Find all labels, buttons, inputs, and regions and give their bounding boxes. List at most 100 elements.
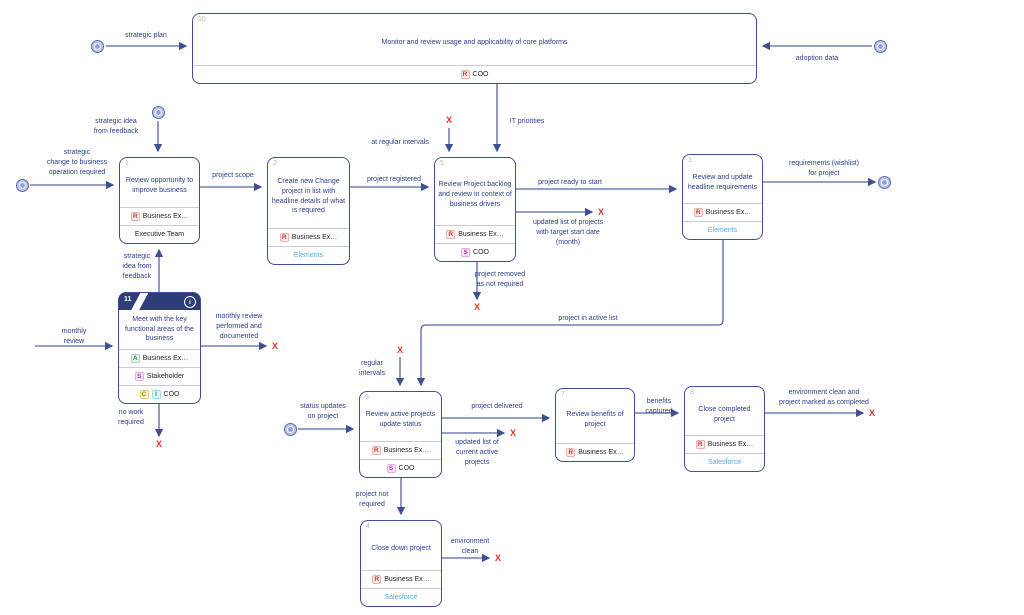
role-label: Business Ex… xyxy=(458,231,504,238)
raci-c-badge: C xyxy=(139,390,149,399)
process-box-3[interactable]: 3 Review and update headline requirement… xyxy=(682,154,763,240)
start-connector-strategic-plan[interactable] xyxy=(90,39,104,53)
node-number: 11 xyxy=(124,296,132,303)
role-row: S COO xyxy=(435,243,515,261)
raci-s-badge: S xyxy=(134,372,144,381)
role-row: R Business Ex… xyxy=(360,441,441,459)
node-title: Meet with the key functional areas of th… xyxy=(125,315,194,343)
terminator-x-icon: X xyxy=(597,207,605,217)
node-title: Review Project backlog and review in con… xyxy=(438,181,512,208)
terminator-x-icon: X xyxy=(445,115,453,125)
node-number: 7 xyxy=(561,391,565,398)
node-number: 5 xyxy=(440,160,444,167)
edge-label-project-delivered: project delivered xyxy=(471,403,523,410)
role-label: COO xyxy=(472,71,489,78)
raci-r-badge: R xyxy=(130,212,140,221)
start-connector-strategic-idea[interactable] xyxy=(151,105,165,119)
process-box-5[interactable]: 5 Review Project backlog and review in c… xyxy=(434,157,516,262)
edge-label-project-not-required: project not required xyxy=(355,491,389,508)
node-number: 2 xyxy=(273,160,277,167)
raci-s-badge: S xyxy=(386,464,396,473)
node-title: Create new Change project in list with h… xyxy=(271,177,346,215)
system-row: Elements xyxy=(683,221,762,239)
edge-label-it-priorities: IT priorities xyxy=(509,118,545,125)
start-connector-strategic-change[interactable] xyxy=(15,178,29,192)
node-number: 8 xyxy=(690,389,694,396)
role-row: R Business Ex… xyxy=(435,225,515,243)
role-label: Business Ex… xyxy=(578,449,624,456)
raci-r-badge: R xyxy=(279,233,289,242)
role-label: COO xyxy=(473,249,489,256)
raci-r-badge: R xyxy=(460,70,470,79)
edge-label-strategic-idea-feedback-top: strategic idea from feedback xyxy=(93,118,139,135)
role-label: Business Ex… xyxy=(705,209,752,216)
edge-label-environment-clean: environment clean xyxy=(450,538,490,555)
terminator-x-icon: X xyxy=(271,341,279,351)
start-connector-status-updates[interactable] xyxy=(283,422,297,436)
terminator-x-icon: X xyxy=(868,408,876,418)
process-box-7[interactable]: 7 Review benefits of project R Business … xyxy=(555,388,635,462)
process-box-10[interactable]: 10 Monitor and review usage and applicab… xyxy=(192,13,757,84)
node-number: 6 xyxy=(365,394,369,401)
role-row: R Business Ex… xyxy=(268,228,349,246)
node-title: Close down project xyxy=(371,545,431,553)
system-row: Salesforce xyxy=(361,588,441,606)
raci-r-badge: R xyxy=(446,230,456,239)
process-box-11[interactable]: 11 i Meet with the key functional areas … xyxy=(118,292,201,404)
terminator-x-icon: X xyxy=(473,302,481,312)
edge-label-monthly-review-out: monthly review performed and documented xyxy=(215,313,263,340)
start-connector-adoption-data[interactable] xyxy=(873,39,887,53)
edge-label-adoption-data: adoption data xyxy=(795,55,839,62)
info-icon[interactable]: i xyxy=(184,296,196,308)
role-row: R Business Ex… xyxy=(683,203,762,221)
terminator-x-icon: X xyxy=(155,439,163,449)
raci-s-badge: S xyxy=(461,248,471,257)
node-number: 3 xyxy=(688,157,692,164)
node-title: Review opportunity to improve business xyxy=(125,177,194,194)
role-row: R Business Ex… xyxy=(685,435,764,453)
role-label: Business Ex… xyxy=(707,441,754,448)
role-row: R Business Ex… xyxy=(556,443,634,461)
role-row: R Business Ex… xyxy=(361,570,441,588)
edge-label-project-removed: project removed as not required xyxy=(474,271,526,288)
process-box-6[interactable]: 6 Review active projects update status R… xyxy=(359,391,442,478)
role-row: A Business Ex… xyxy=(119,349,200,367)
edge-label-project-ready: project ready to start xyxy=(538,179,602,186)
terminator-x-icon: X xyxy=(509,428,517,438)
edge-label-requirements-wishlist: requirements (wishlist) for project xyxy=(788,160,860,177)
edge-label-updated-list-projects: updated list of projects with target sta… xyxy=(532,219,604,246)
role-label: Stakeholder xyxy=(146,373,185,380)
raci-i-badge: I xyxy=(151,390,161,399)
edge-label-project-registered: project registered xyxy=(366,176,422,183)
process-box-1[interactable]: 1 Review opportunity to improve business… xyxy=(119,157,200,244)
edge-label-no-work-required: no work required xyxy=(118,409,144,426)
node-header: 11 i xyxy=(119,293,200,310)
node-number: 1 xyxy=(125,160,129,167)
node-title: Review active projects update status xyxy=(365,411,436,428)
terminator-x-icon: X xyxy=(396,345,404,355)
edge-label-strategic-change: strategic change to business operation r… xyxy=(46,149,108,176)
edge-label-monthly-review: monthly review xyxy=(61,328,87,345)
role-row: R COO xyxy=(193,65,756,83)
process-box-8[interactable]: 8 Close completed project R Business Ex…… xyxy=(684,386,765,472)
node-title: Close completed project xyxy=(698,405,751,423)
system-row: Elements xyxy=(268,246,349,264)
system-row: Executive Team xyxy=(120,225,199,243)
role-label: Business Ex… xyxy=(384,576,430,583)
end-connector-requirements[interactable] xyxy=(877,175,891,189)
header-slash-decoration xyxy=(130,293,149,310)
role-row: C I COO xyxy=(119,385,200,403)
node-title: Review benefits of project xyxy=(566,410,624,428)
role-label: Business Ex… xyxy=(142,355,189,362)
process-box-2[interactable]: 2 Create new Change project in list with… xyxy=(267,157,350,265)
edge-label-env-clean-completed: environment clean and project marked as … xyxy=(779,389,869,406)
role-row: R Business Ex… xyxy=(120,207,199,225)
system-row: Salesforce xyxy=(685,453,764,471)
edge-label-regular-intervals: regular intervals xyxy=(358,360,386,377)
role-row: S COO xyxy=(360,459,441,477)
edge-label-updated-active: updated list of current active projects xyxy=(455,439,499,466)
process-box-4[interactable]: 4 Close down project R Business Ex… Sale… xyxy=(360,520,442,607)
edge-label-strategic-idea-feedback-mid: strategic idea from feedback xyxy=(122,253,152,280)
edge-label-benefits-captured: benefits captured xyxy=(645,398,673,415)
